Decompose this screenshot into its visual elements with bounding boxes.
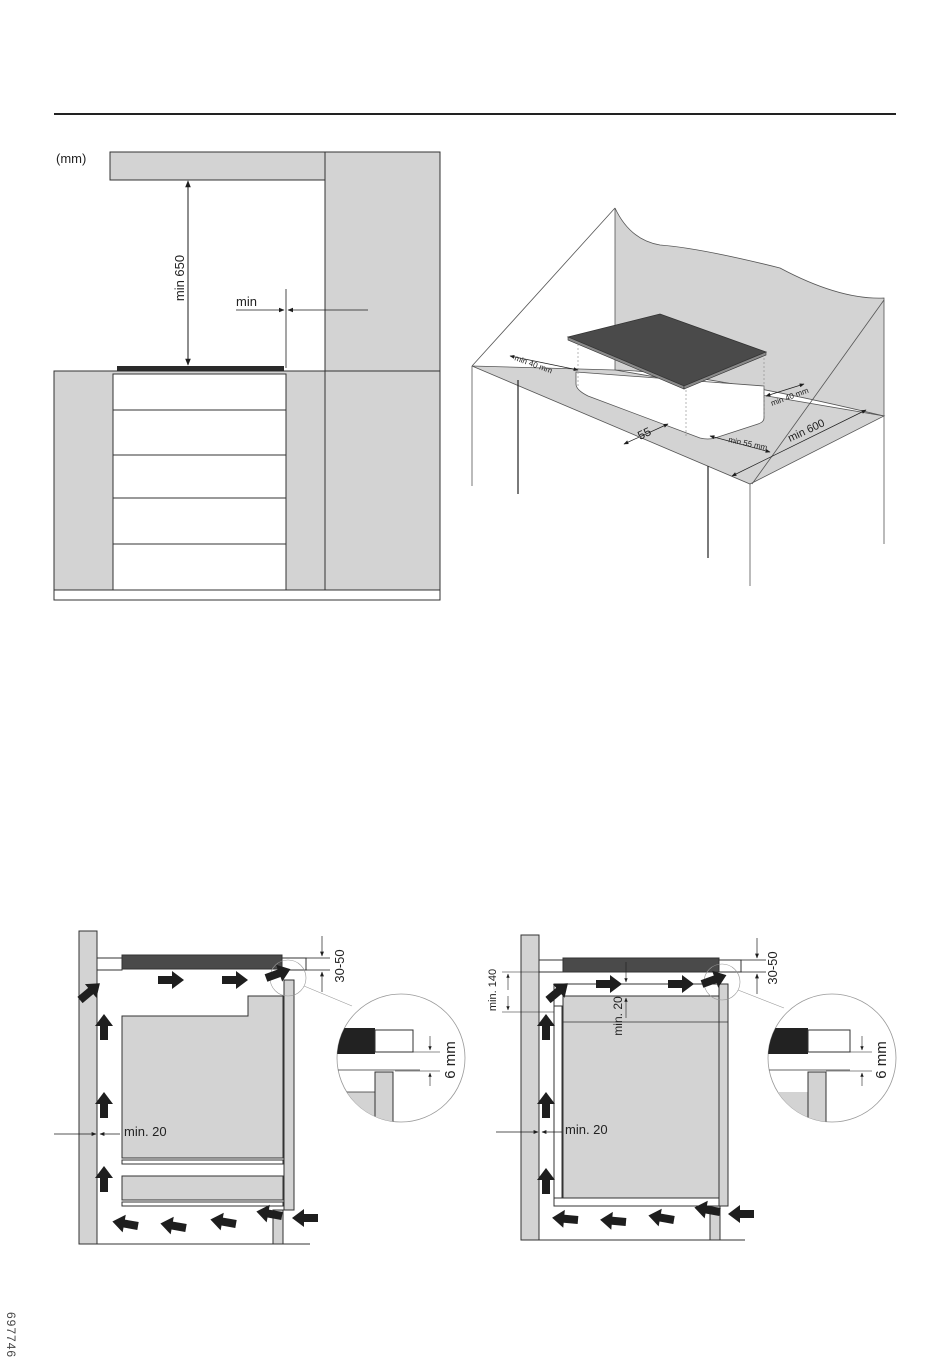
wall	[79, 931, 97, 1244]
ventilation-section-left: min. 20 30-50 6 mm	[54, 931, 465, 1244]
detail-gap-label: 6 mm	[442, 1041, 459, 1079]
front-panel	[284, 980, 294, 1210]
page-code: 697746	[4, 1312, 18, 1358]
unit-label: (mm)	[56, 151, 86, 166]
front-panel	[719, 984, 728, 1206]
upper-cabinet	[110, 152, 325, 180]
drawer-front	[113, 374, 286, 590]
gap-label: 30-50	[765, 951, 780, 984]
gap-label: 30-50	[332, 949, 347, 982]
hob-section	[563, 958, 719, 972]
side-gap-label: min. 20	[565, 1122, 608, 1137]
front-elevation-drawing: min 650 min (mm)	[54, 151, 440, 600]
ventilation-section-right: min. 140 min. 20 min. 20 30-50 6 mm	[487, 935, 896, 1240]
side-gap-label: min. 20	[124, 1124, 167, 1139]
detail-gap-label: 6 mm	[873, 1041, 890, 1079]
hob-profile	[117, 366, 284, 371]
plinth	[54, 590, 440, 600]
hob-section	[122, 955, 282, 969]
side-clearance-label: min	[236, 294, 257, 309]
wall	[521, 935, 539, 1240]
oven-body	[563, 996, 719, 1198]
top-clearance-label: min. 140	[487, 969, 499, 1011]
perspective-drawing: min 40 mm min 40 mm 55 min 55 mm min 600	[472, 208, 884, 586]
height-label: min 650	[172, 255, 187, 301]
inner-gap-label: min. 20	[611, 996, 625, 1036]
